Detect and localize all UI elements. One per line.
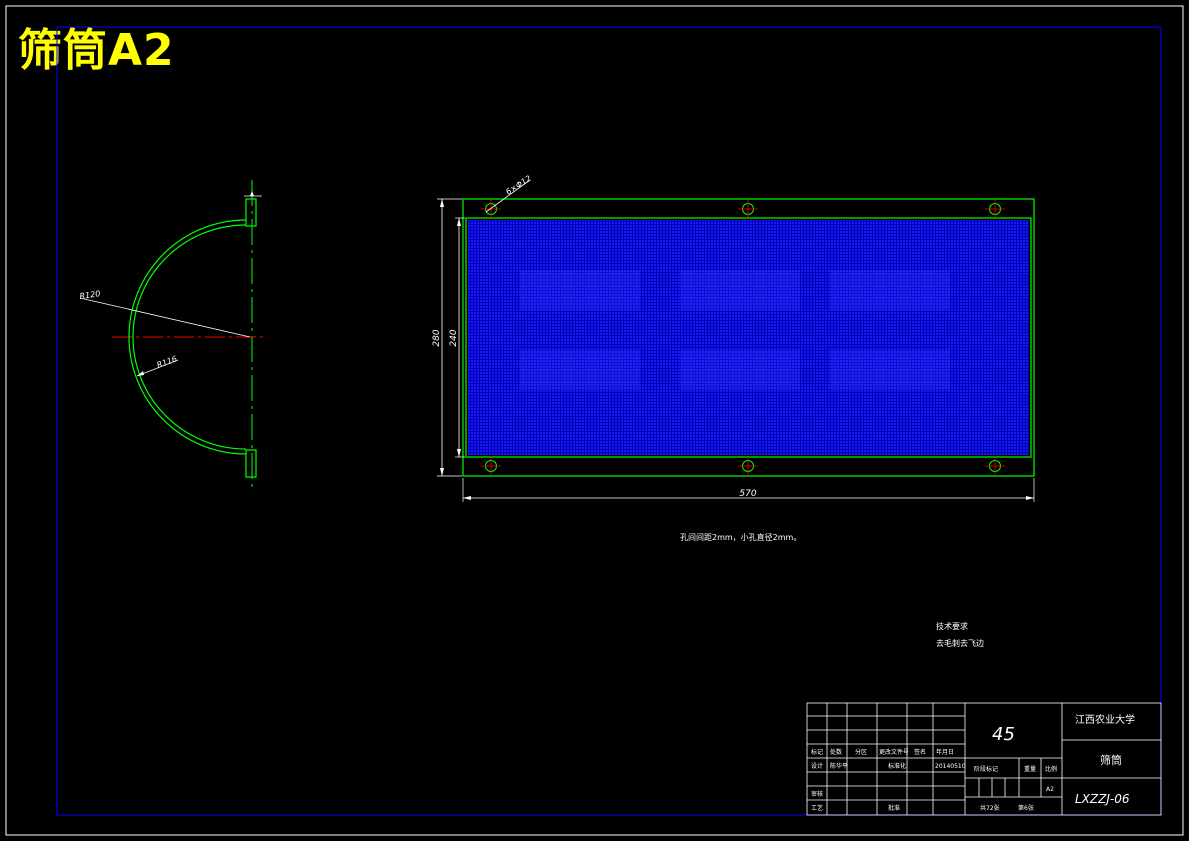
bottom-flange bbox=[245, 449, 257, 478]
hole-callout-leader bbox=[485, 179, 531, 213]
drawing-title: 筛筒A2 bbox=[18, 25, 175, 76]
r120-label: R120 bbox=[79, 289, 101, 301]
tb-school: 江西农业大学 bbox=[1075, 713, 1135, 726]
tb-col-change-doc: 更改文件号 bbox=[879, 748, 909, 756]
tb-ratio-label: 比例 bbox=[1045, 765, 1057, 773]
tb-col-sign: 签名 bbox=[914, 748, 926, 756]
tb-col-mark: 标记 bbox=[811, 748, 823, 756]
hole-top-left bbox=[481, 200, 501, 218]
tb-weight-label: 重量 bbox=[1024, 765, 1036, 773]
dim-240-label: 240 bbox=[449, 329, 459, 346]
perforated-mesh bbox=[468, 220, 1029, 455]
tb-review-label: 审核 bbox=[811, 790, 823, 798]
drawing-border bbox=[56, 26, 1162, 816]
outer-frame bbox=[5, 5, 1184, 836]
dim-570-label: 570 bbox=[739, 489, 756, 499]
outer-arc bbox=[128, 219, 247, 455]
dim-240: 240 bbox=[449, 217, 465, 458]
mesh-outline bbox=[465, 217, 1032, 458]
r116-label: R116 bbox=[156, 354, 179, 370]
hole-spacing-note: 孔间间距2mm，小孔直径2mm。 bbox=[680, 532, 801, 542]
tech-req-line1: 去毛刺去飞边 bbox=[936, 638, 984, 648]
mounting-holes bbox=[481, 200, 1005, 475]
tb-standardize-label: 标准化 bbox=[888, 762, 906, 770]
inner-arc bbox=[132, 224, 247, 450]
tb-designer: 陈华平 bbox=[830, 762, 848, 770]
tb-col-zone: 分区 bbox=[855, 748, 867, 756]
plate-outline bbox=[462, 198, 1035, 477]
dim-280-label: 280 bbox=[432, 329, 442, 346]
hole-bottom-middle bbox=[738, 457, 758, 475]
tb-col-count: 处数 bbox=[830, 748, 842, 756]
dim-280: 280 bbox=[432, 198, 462, 477]
dim-570: 570 bbox=[462, 478, 1035, 502]
tb-scale: A2 bbox=[1046, 786, 1054, 793]
tb-part-name: 筛筒 bbox=[1100, 753, 1122, 767]
tb-material: 45 bbox=[992, 724, 1015, 745]
hole-top-middle bbox=[738, 200, 758, 218]
tb-process-label: 工艺 bbox=[811, 804, 823, 812]
tech-req-heading: 技术要求 bbox=[936, 621, 968, 631]
title-block bbox=[806, 702, 1162, 816]
r116-leader bbox=[136, 359, 179, 377]
side-view: R120 R116 bbox=[79, 180, 265, 490]
tb-date: 20140510 bbox=[935, 763, 966, 770]
front-view: 6×Φ12 280 240 570 bbox=[432, 174, 1035, 502]
top-flange bbox=[245, 198, 257, 227]
r120-leader bbox=[79, 297, 251, 338]
hole-callout-label: 6×Φ12 bbox=[504, 174, 533, 197]
hole-bottom-left bbox=[481, 457, 501, 475]
hole-top-right bbox=[985, 200, 1005, 218]
tb-approve-label: 批准 bbox=[888, 804, 900, 812]
tb-drawing-no: LXZZJ-06 bbox=[1075, 792, 1130, 806]
tb-sheet-no: 第6张 bbox=[1018, 804, 1034, 812]
hole-bottom-right bbox=[985, 457, 1005, 475]
tb-stage-label: 阶段标记 bbox=[974, 765, 998, 773]
tb-design-label: 设计 bbox=[811, 762, 823, 770]
tb-sheets-total: 共72张 bbox=[980, 804, 1000, 812]
tb-col-date: 年月日 bbox=[936, 748, 954, 756]
